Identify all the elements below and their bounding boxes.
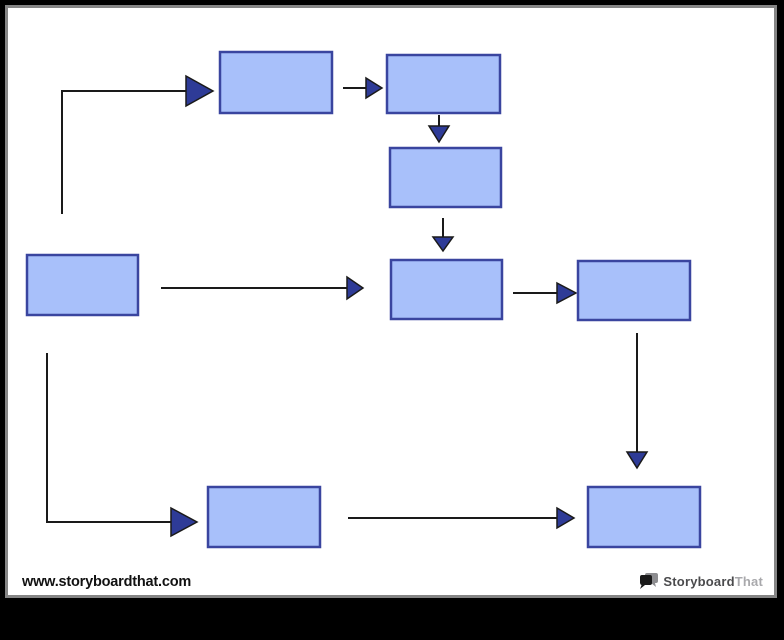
storyboardthat-logo: StoryboardThat xyxy=(639,569,763,593)
flowchart-connector-conn-box7-box8[interactable] xyxy=(348,506,576,530)
arrowhead-icon xyxy=(185,74,215,108)
flowchart-node-box-6-left[interactable] xyxy=(25,253,140,317)
flowchart-node-box-1-top-left[interactable] xyxy=(218,50,334,115)
flowchart-connector-conn-box3-box4[interactable] xyxy=(431,218,455,253)
flowchart-connector-conn-box5-box8[interactable] xyxy=(625,333,649,470)
flowchart-connector-conn-down-to-box7[interactable] xyxy=(46,353,199,538)
connector-line xyxy=(61,90,186,214)
arrowhead-icon xyxy=(431,236,455,253)
logo-text-primary: Storyboard xyxy=(663,573,735,589)
logo-text: StoryboardThat xyxy=(663,574,763,589)
arrowhead-icon xyxy=(365,76,384,100)
speech-bubble-front xyxy=(640,574,653,589)
flowchart-connector-conn-box4-box5[interactable] xyxy=(513,281,578,305)
flowchart-connector-conn-box6-box4[interactable] xyxy=(161,275,365,301)
arrowhead-icon xyxy=(427,125,451,144)
flowchart-node-box-7-bottom-mid[interactable] xyxy=(206,485,322,549)
flowchart-node-box-8-bottom-right[interactable] xyxy=(586,485,702,549)
arrowhead-icon xyxy=(625,451,649,470)
flowchart-connector-conn-box2-box3[interactable] xyxy=(427,115,451,144)
connector-line xyxy=(46,353,171,523)
flowchart-connector-conn-box1-box2[interactable] xyxy=(343,76,384,100)
flowchart-node-box-4-center[interactable] xyxy=(389,258,504,321)
arrowhead-icon xyxy=(346,275,365,301)
flowchart-node-box-5-center-right[interactable] xyxy=(576,259,692,322)
speech-bubbles-icon xyxy=(640,572,659,589)
logo-text-secondary: That xyxy=(734,573,763,589)
arrowhead-icon xyxy=(556,281,578,305)
website-url: www.storyboardthat.com xyxy=(22,574,192,590)
arrowhead-icon xyxy=(170,506,199,538)
flowchart-node-box-3-mid-upper[interactable] xyxy=(388,146,503,209)
flowchart-node-box-2-top-right[interactable] xyxy=(385,53,502,115)
flowchart-connector-conn-up-to-box1[interactable] xyxy=(61,74,215,214)
arrowhead-icon xyxy=(556,506,576,530)
